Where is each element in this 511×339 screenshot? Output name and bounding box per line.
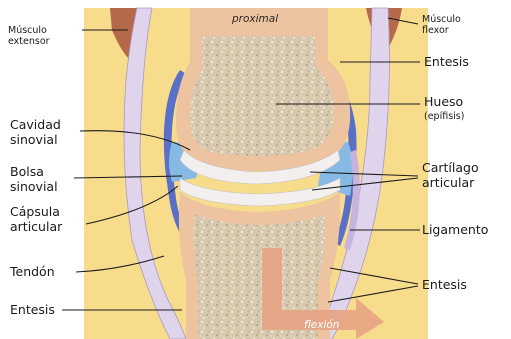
label-bolsa-sinovial: Bolsa sinovial xyxy=(10,164,58,194)
label-entesis-right: Entesis xyxy=(422,277,467,292)
label-cavidad-sinovial: Cavidad sinovial xyxy=(10,117,65,147)
upper-bone-spongy xyxy=(190,36,334,156)
label-ligamento: Ligamento xyxy=(422,222,488,237)
label-hueso: Hueso xyxy=(424,94,463,109)
label-entesis-top: Entesis xyxy=(424,54,469,69)
label-hueso-sub: (epífisis) xyxy=(424,111,464,122)
label-proximal: proximal xyxy=(231,13,278,25)
label-tendon: Tendón xyxy=(9,264,55,279)
label-flexion: flexión xyxy=(304,319,339,331)
label-entesis-left: Entesis xyxy=(10,302,55,317)
label-cartilago-articular: Cartílago articular xyxy=(422,160,483,190)
label-musculo-flexor: Músculo flexor xyxy=(422,14,464,36)
label-musculo-extensor: Músculo extensor xyxy=(8,25,50,47)
label-capsula-articular: Cápsula articular xyxy=(10,204,64,234)
